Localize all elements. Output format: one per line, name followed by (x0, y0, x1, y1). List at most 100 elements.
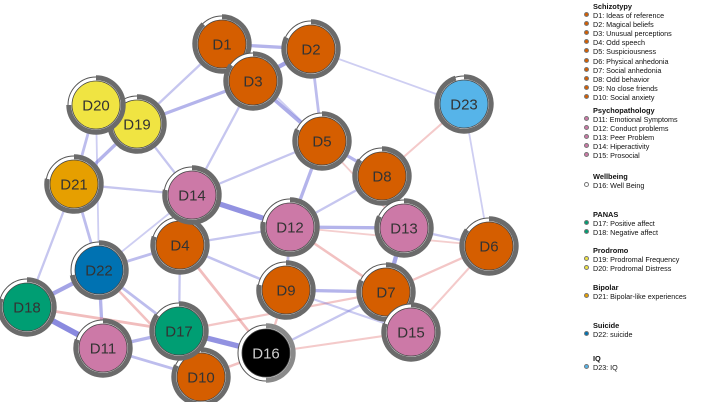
node-D20-pie-arc (66, 75, 126, 135)
node-D23: D23 (434, 74, 494, 134)
node-D3-pie-arc (223, 51, 283, 111)
node-D17: D17 (149, 301, 209, 361)
legend-swatch (584, 48, 589, 54)
legend-item: D10: Social anxiety (584, 93, 655, 102)
node-D10: D10 (171, 347, 231, 402)
node-D12: D12 (260, 197, 320, 257)
legend-item: D13: Peer Problem (584, 134, 654, 142)
node-label-D21: D21 (60, 177, 88, 194)
node-D8: D8 (352, 146, 412, 206)
legend-item: D6: Physical anhedonia (584, 57, 669, 66)
node-D6: D6 (459, 216, 519, 276)
node-D22-circle (74, 245, 124, 295)
legend-group-title: Suicide (593, 321, 620, 330)
legend-item-label: D16: Well Being (593, 181, 645, 190)
legend-item: D9: No close friends (584, 84, 658, 93)
node-label-D17: D17 (165, 324, 193, 341)
node-D17-pie-arc (149, 301, 209, 361)
legend-item-label: D12: Conduct problems (593, 124, 669, 134)
legend-swatch (584, 75, 589, 81)
legend-group-title: Prodromo (593, 246, 629, 255)
node-D16: D16 (237, 323, 296, 383)
node-D2-pie-arc (281, 19, 341, 79)
legend-item: D21: Bipolar-like experiences (584, 293, 686, 301)
node-D10-pie-arc (171, 347, 231, 402)
node-D4: D4 (150, 215, 210, 275)
legend-group-title: IQ (593, 354, 601, 363)
node-D11-circle (78, 323, 128, 373)
legend-swatch (584, 143, 589, 149)
node-D2-circle (286, 24, 336, 74)
legend-item-label: D21: Bipolar-like experiences (593, 292, 687, 301)
node-label-D8: D8 (372, 169, 391, 186)
legend-swatch (584, 229, 589, 235)
node-label-D3: D3 (243, 74, 262, 91)
node-D15-circle (386, 307, 436, 357)
node-label-D7: D7 (376, 285, 395, 302)
node-label-D10: D10 (187, 370, 215, 387)
legend-swatch (584, 256, 589, 261)
node-label-D9: D9 (276, 283, 295, 300)
legend-swatch (584, 39, 589, 45)
node-D11-pie-arc (73, 318, 133, 378)
legend-item: D8: Odd behavior (584, 75, 649, 84)
node-D14: D14 (162, 165, 222, 225)
node-label-D12: D12 (276, 220, 304, 237)
legend-item-label: D23: IQ (593, 363, 618, 372)
node-D15: D15 (381, 302, 441, 362)
legend-group-title: Wellbeing (593, 172, 628, 181)
legend-item-label: D20: Prodromal Distress (593, 264, 672, 274)
node-D13: D13 (374, 198, 434, 258)
node-D23-circle (439, 79, 489, 129)
legend-item: D19: Prodromal Frequency (584, 256, 679, 264)
node-D14-circle (167, 170, 217, 220)
legend-item-label: D4: Odd speech (593, 38, 645, 48)
legend-swatch (584, 134, 589, 140)
legend-item: D14: Hiperactivity (584, 143, 649, 151)
node-label-D22: D22 (85, 263, 113, 280)
node-D3: D3 (223, 51, 283, 111)
legend-swatch (584, 12, 589, 17)
node-D20-circle (71, 80, 121, 130)
legend-item-label: D7: Social anhedonia (593, 65, 662, 75)
legend-item: D5: Suspiciousness (584, 48, 656, 56)
legend-group-title: PANAS (593, 210, 619, 219)
legend-swatch (584, 293, 589, 298)
node-label-D18: D18 (13, 300, 41, 317)
node-D13-circle (379, 203, 429, 253)
legend-item-label: D19: Prodromal Frequency (593, 255, 680, 264)
node-D8-pie-arc (352, 146, 412, 206)
node-D20: D20 (66, 75, 126, 135)
legend-swatch (584, 84, 589, 90)
legend-item: D23: IQ (584, 364, 618, 372)
legend-item: D11: Emotional Symptoms (584, 116, 678, 124)
legend-swatch (584, 116, 589, 121)
node-D21-pie-arc (44, 154, 104, 214)
legend-swatch (584, 331, 589, 336)
node-D18-pie-arc (0, 277, 57, 337)
node-D22-pie-arc (69, 240, 129, 300)
node-label-D20: D20 (82, 98, 110, 115)
legend-item-label: D2: Magical beliefs (593, 20, 654, 30)
legend-item-label: D1: Ideas of reference (593, 11, 665, 20)
legend-swatch (584, 66, 589, 72)
legend-swatch (584, 364, 589, 369)
node-label-D19: D19 (123, 117, 151, 134)
node-label-D23: D23 (450, 97, 478, 114)
node-D6-pie-arc (459, 216, 519, 276)
node-label-D5: D5 (312, 134, 331, 151)
node-D5: D5 (292, 111, 352, 171)
legend-swatch (584, 265, 589, 271)
legend-item-label: D18: Negative affect (593, 228, 658, 238)
node-D10-circle (176, 352, 226, 402)
legend-item: D20: Prodromal Distress (584, 265, 671, 273)
node-D21-circle (49, 159, 99, 209)
legend-item-label: D13: Peer Problem (593, 133, 655, 143)
node-D1: D1 (192, 14, 252, 74)
legend-item-label: D17: Positive affect (593, 219, 655, 228)
legend-group-title: Psychopathology (593, 106, 655, 115)
node-D3-circle (228, 56, 278, 106)
node-D12-pie-arc (260, 197, 320, 257)
node-D1-circle (197, 19, 247, 69)
